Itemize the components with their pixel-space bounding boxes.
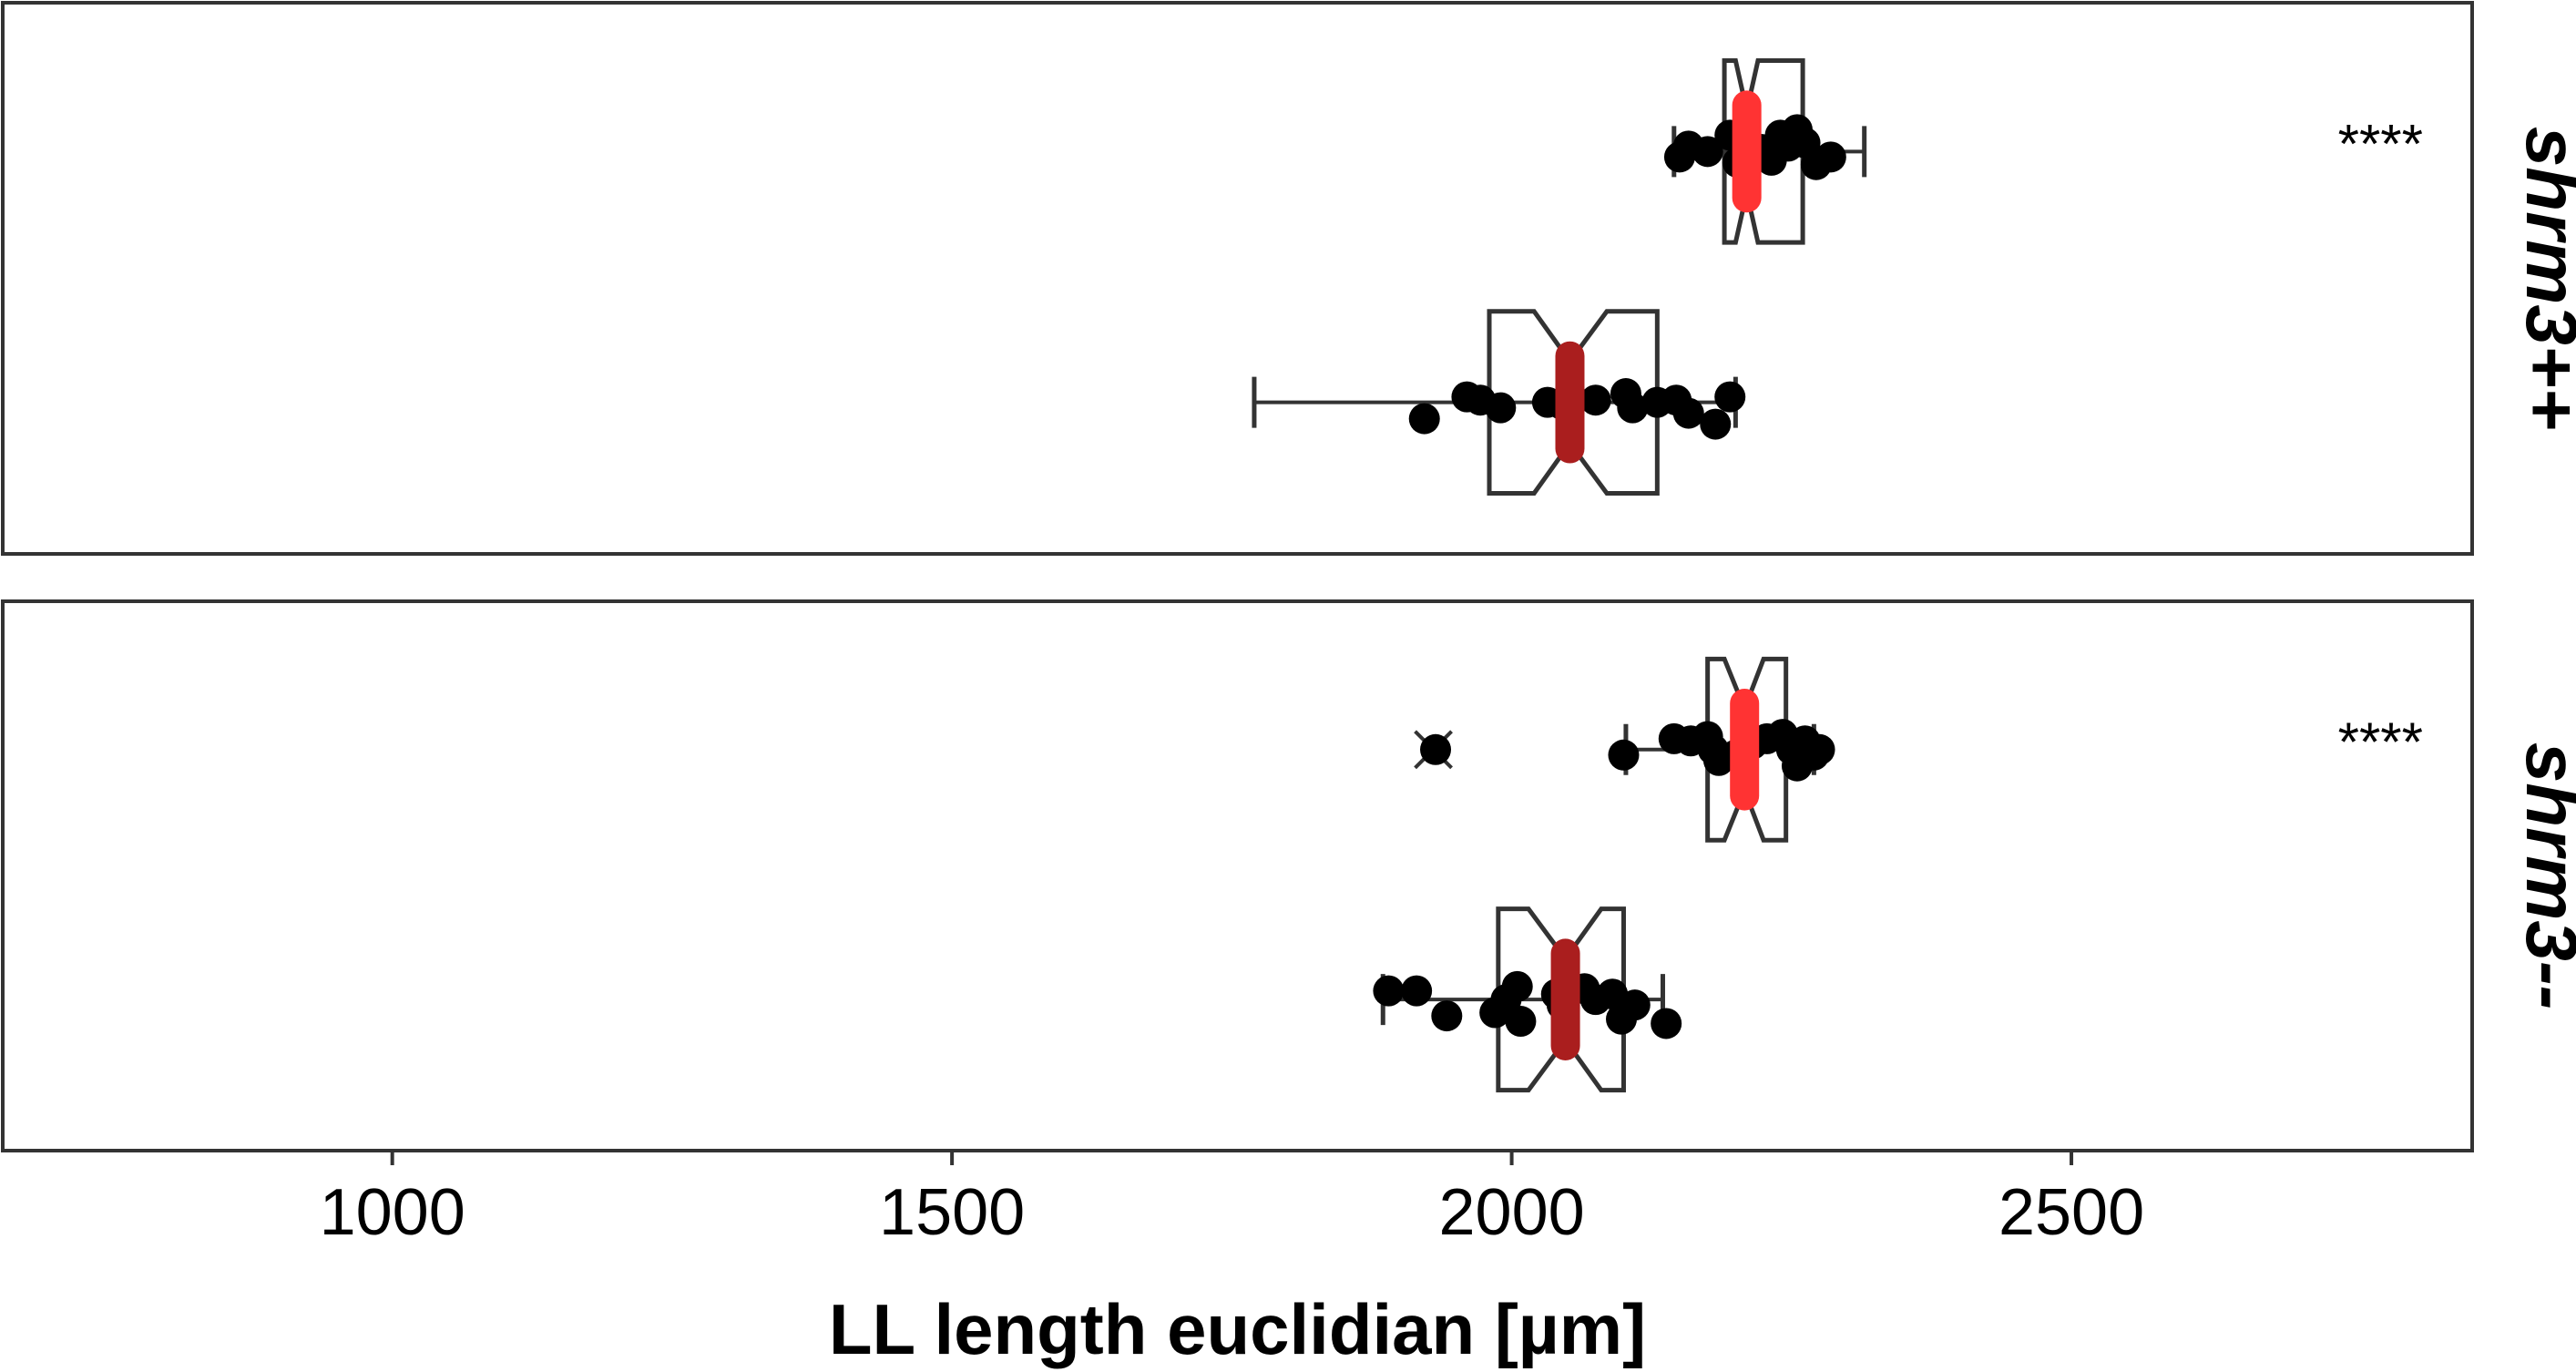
data-point bbox=[1814, 141, 1846, 173]
x-tick-label: 1500 bbox=[879, 1176, 1025, 1249]
median-bar bbox=[1550, 938, 1580, 1060]
data-point bbox=[1401, 975, 1433, 1007]
panel-border bbox=[1, 1, 2474, 556]
notched-box bbox=[1496, 906, 1626, 1093]
data-point bbox=[1579, 384, 1611, 416]
box-group-upper bbox=[1414, 656, 1835, 843]
panel-border bbox=[1, 599, 2474, 1152]
box-group-lower bbox=[1373, 906, 1682, 1093]
facet-panel-1: **** shrm3++ bbox=[1, 1, 2576, 556]
data-point bbox=[1608, 739, 1640, 771]
median-bar bbox=[1555, 341, 1585, 464]
facet-panel-2: **** shrm3-- bbox=[1, 599, 2576, 1152]
facet-strip-label: shrm3-- bbox=[2511, 742, 2576, 1009]
x-axis-title: LL length euclidian [µm] bbox=[829, 1289, 1646, 1369]
data-point bbox=[1501, 970, 1533, 1002]
facet-strip-label: shrm3++ bbox=[2511, 127, 2576, 431]
data-point bbox=[1804, 733, 1835, 765]
x-axis: 1000 1500 2000 2500 LL length euclidian [µm] bbox=[320, 1151, 2144, 1369]
data-point bbox=[1617, 392, 1649, 424]
median-bar bbox=[1732, 90, 1762, 213]
notched-box bbox=[1487, 309, 1660, 496]
data-point bbox=[1672, 397, 1704, 429]
data-point bbox=[1651, 1008, 1682, 1039]
data-point bbox=[1373, 975, 1405, 1007]
box-group-lower bbox=[1252, 309, 1746, 496]
median-bar bbox=[1730, 689, 1760, 811]
data-point bbox=[1408, 403, 1440, 435]
x-tick-label: 2000 bbox=[1438, 1176, 1584, 1249]
data-point bbox=[1692, 136, 1723, 168]
data-point bbox=[1485, 392, 1517, 424]
data-point bbox=[1505, 1006, 1537, 1038]
box-group-upper bbox=[1663, 58, 1867, 245]
data-point bbox=[1431, 1000, 1463, 1032]
data-point bbox=[1714, 381, 1746, 413]
data-point bbox=[1420, 733, 1452, 765]
x-tick-label: 1000 bbox=[320, 1176, 465, 1249]
data-point bbox=[1619, 989, 1651, 1021]
data-point bbox=[1700, 408, 1732, 440]
x-tick-label: 2500 bbox=[1998, 1176, 2144, 1249]
significance-label: **** bbox=[2338, 113, 2423, 174]
significance-label: **** bbox=[2338, 712, 2423, 773]
